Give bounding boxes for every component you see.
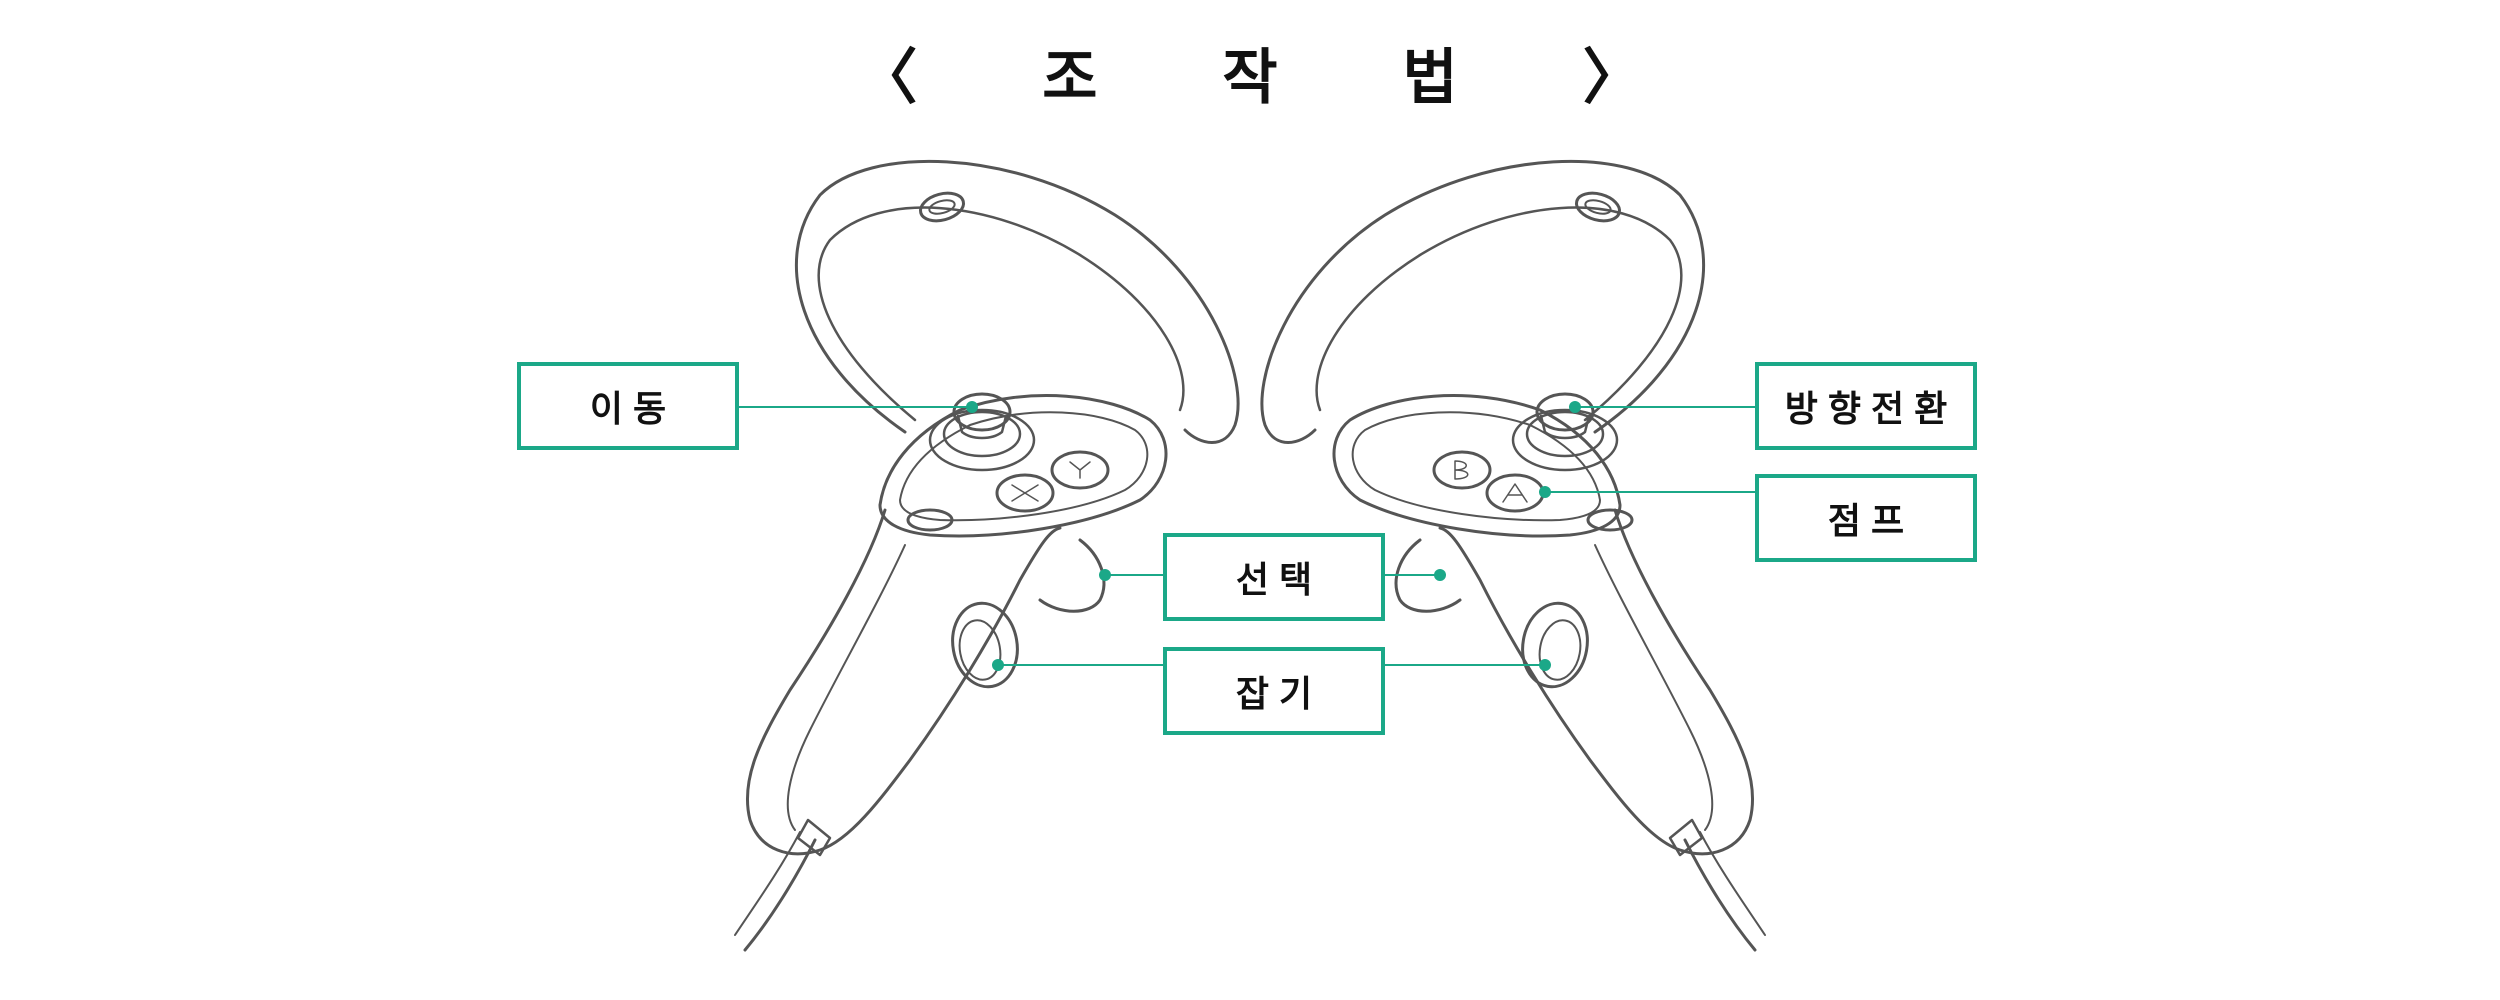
callout-dot-grab-left <box>992 659 1004 671</box>
callout-dot-jump <box>1539 486 1551 498</box>
label-move: 이동 <box>517 362 739 450</box>
right-cable <box>1683 838 1757 952</box>
callout-lines <box>738 406 1756 666</box>
callout-dot-turn <box>1569 401 1581 413</box>
right-thumbstick-cap <box>1535 392 1595 432</box>
right-grip-button <box>1521 601 1589 689</box>
left-grip-button <box>951 601 1019 689</box>
right-ring-oval <box>1574 191 1622 223</box>
right-menu-button <box>1586 508 1634 532</box>
left-thumbstick-base <box>928 408 1036 472</box>
callout-dot-grab-right <box>1539 659 1551 671</box>
left-ring-inner <box>817 206 1185 422</box>
right-trigger <box>1394 538 1462 613</box>
left-menu-button <box>906 508 954 532</box>
right-ring-inner <box>1315 206 1683 422</box>
label-grab: 잡기 <box>1163 647 1385 735</box>
left-button-y <box>1050 450 1110 490</box>
label-select: 선택 <box>1163 533 1385 621</box>
left-button-x <box>995 473 1055 513</box>
left-controller <box>734 159 1240 952</box>
right-thumbstick-base <box>1511 408 1619 472</box>
right-handle <box>1438 508 1755 856</box>
page-title: 〈 조 작 법 〉 <box>857 43 1695 113</box>
right-faceplate <box>1332 394 1622 538</box>
left-handle <box>745 508 1062 856</box>
callout-dot-move <box>966 401 978 413</box>
left-thumbstick-cap <box>952 392 1012 432</box>
right-button-a <box>1485 473 1545 513</box>
left-ring-outer <box>794 159 1240 444</box>
callout-dot-select-left <box>1099 569 1111 581</box>
label-turn: 방향전환 <box>1755 362 1977 450</box>
left-cable <box>743 838 817 952</box>
left-trigger <box>1038 538 1106 613</box>
right-ring-outer <box>1260 159 1706 444</box>
left-faceplate <box>878 394 1168 538</box>
label-jump: 점프 <box>1755 474 1977 562</box>
right-button-b <box>1432 450 1492 490</box>
callout-dots <box>966 401 1581 671</box>
callout-dot-select-right <box>1434 569 1446 581</box>
left-ring-oval <box>918 191 966 223</box>
